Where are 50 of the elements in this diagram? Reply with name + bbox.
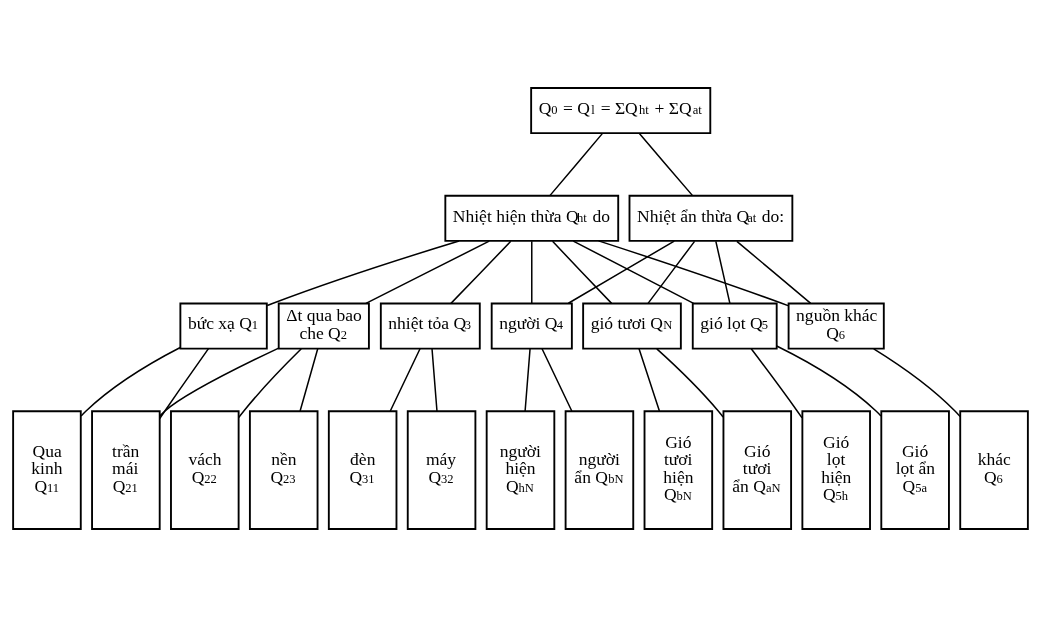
node-box: người Q4 (490, 302, 573, 350)
connector (299, 348, 319, 412)
connector (656, 348, 724, 418)
node-box: Gió lọt ẩn Q5a (880, 410, 950, 530)
node-box: nền Q23 (248, 410, 319, 530)
connector (237, 348, 303, 419)
connector (80, 346, 181, 417)
connector (524, 348, 531, 412)
connector (266, 240, 460, 307)
node-box: người ẩn QbN (564, 410, 635, 530)
node-box: Q0 = Ql = ΣQht + ΣQat (530, 87, 712, 135)
node-box: nguồn khác Q6 (787, 302, 885, 350)
connector (551, 240, 613, 305)
connector (572, 240, 695, 305)
node-box: nhiệt tỏa Q3 (379, 302, 481, 350)
connector (597, 240, 789, 307)
connector (750, 348, 803, 419)
connector (541, 348, 573, 412)
connector (159, 347, 280, 417)
node-box: Nhiệt hiện thừa Qht do (444, 194, 620, 242)
connector (775, 345, 882, 417)
node-box: Δt qua bao che Q2 (277, 302, 370, 350)
node-box: bức xạ Q1 (179, 302, 268, 350)
connector (638, 348, 661, 412)
connector (647, 240, 696, 305)
connector (873, 348, 961, 418)
node-box: Nhiệt ẩn thừa Qat do: (628, 194, 794, 242)
node-box: gió tươi QN (582, 302, 682, 350)
node-box: đèn Q31 (327, 410, 398, 530)
connector (567, 240, 675, 304)
node-box: Qua kinh Q11 (12, 410, 82, 530)
connector (450, 240, 512, 305)
connector (549, 132, 604, 197)
node-box: máy Q32 (406, 410, 477, 530)
connector (638, 132, 694, 197)
connector (365, 240, 490, 305)
connector (431, 348, 438, 412)
connector (158, 347, 210, 420)
node-box: trần mái Q21 (91, 410, 161, 530)
node-box: vách Q22 (170, 410, 240, 530)
connector (715, 240, 731, 305)
node-box: gió lọt Q5 (691, 302, 778, 350)
node-box: người hiện QhN (485, 410, 556, 530)
connector (389, 348, 421, 412)
node-box: khác Q6 (959, 410, 1029, 530)
node-box: Gió tươi hiện QbN (643, 410, 714, 530)
node-box: Gió lọt hiện Q5h (801, 410, 871, 530)
node-box: Gió tươi ẩn QaN (722, 410, 793, 530)
connector (531, 240, 533, 305)
connector (736, 240, 812, 305)
